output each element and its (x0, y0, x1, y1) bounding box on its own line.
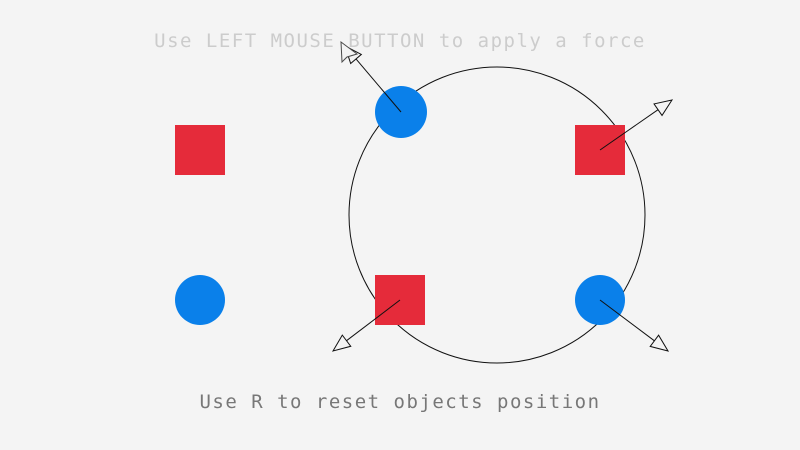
force-arrow-head (649, 334, 670, 352)
force-arrow-shaft (355, 58, 402, 113)
force-arrow-circle-bottom-right (599, 299, 670, 352)
boundary-circle (348, 66, 646, 364)
force-arrow-square-bottom-mid (331, 299, 401, 352)
force-arrow-shaft (599, 109, 659, 151)
boundary-circle-group (348, 66, 646, 364)
hint-text-top: Use LEFT MOUSE BUTTON to apply a force (154, 30, 646, 52)
force-arrow-head (653, 99, 674, 117)
force-arrow-square-top-right (599, 99, 674, 151)
mouse-cursor-icon (340, 40, 359, 64)
mouse-cursor-group (340, 40, 359, 64)
force-arrow-shaft (346, 299, 401, 342)
force-arrow-shaft (599, 299, 655, 342)
force-vectors-group (331, 44, 674, 352)
body-square-top-left[interactable] (175, 125, 225, 175)
body-circle-bottom-left[interactable] (175, 275, 225, 325)
hint-text-bottom: Use R to reset objects position (199, 391, 601, 413)
force-arrow-head (331, 334, 352, 352)
force-arrow-circle-top-mid (344, 44, 402, 113)
bodies-group (175, 86, 625, 325)
